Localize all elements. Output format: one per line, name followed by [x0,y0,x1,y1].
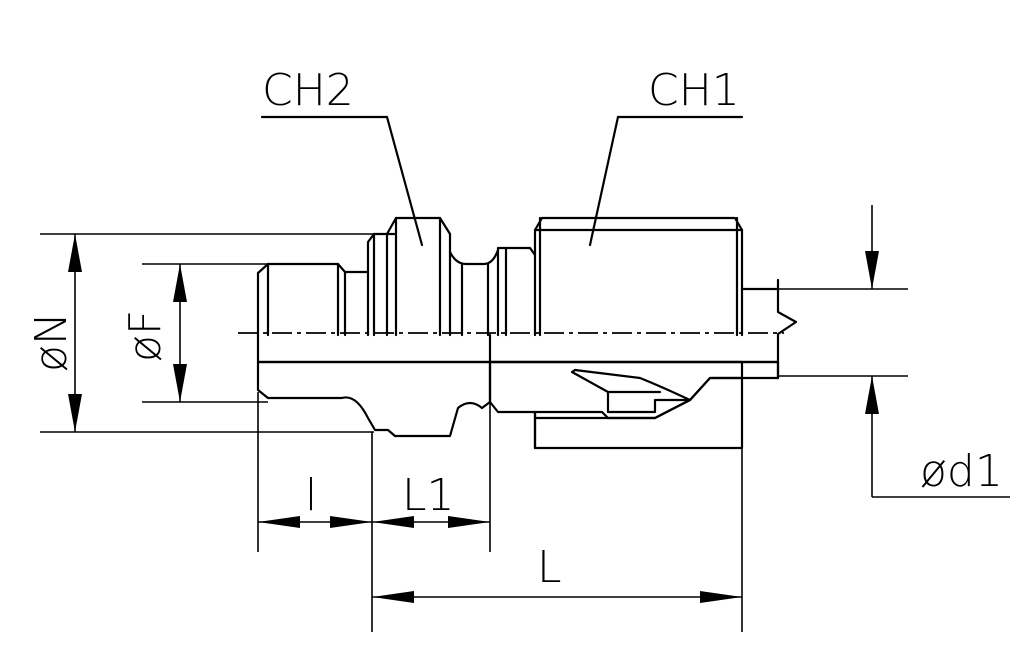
dim-dia-d1 [745,205,1010,498]
label-ch1: CH1 [648,65,740,116]
label-len-l: l [305,470,317,521]
label-ch2: CH2 [262,65,354,116]
label-len-l1: L1 [402,470,455,521]
fitting-section-view [256,333,780,450]
dim-l-l1 [257,392,491,632]
label-len-big-l: L [537,542,562,593]
dim-big-l [372,448,743,632]
label-dia-f: øF [120,310,171,362]
label-dia-n: øN [26,312,77,372]
label-dia-d1: ød1 [920,446,1003,497]
fitting-upper-view [256,216,798,380]
ch2-leader [260,115,424,247]
ch1-leader [588,115,744,247]
dim-dia-n [40,233,374,433]
dim-dia-f [142,263,268,403]
